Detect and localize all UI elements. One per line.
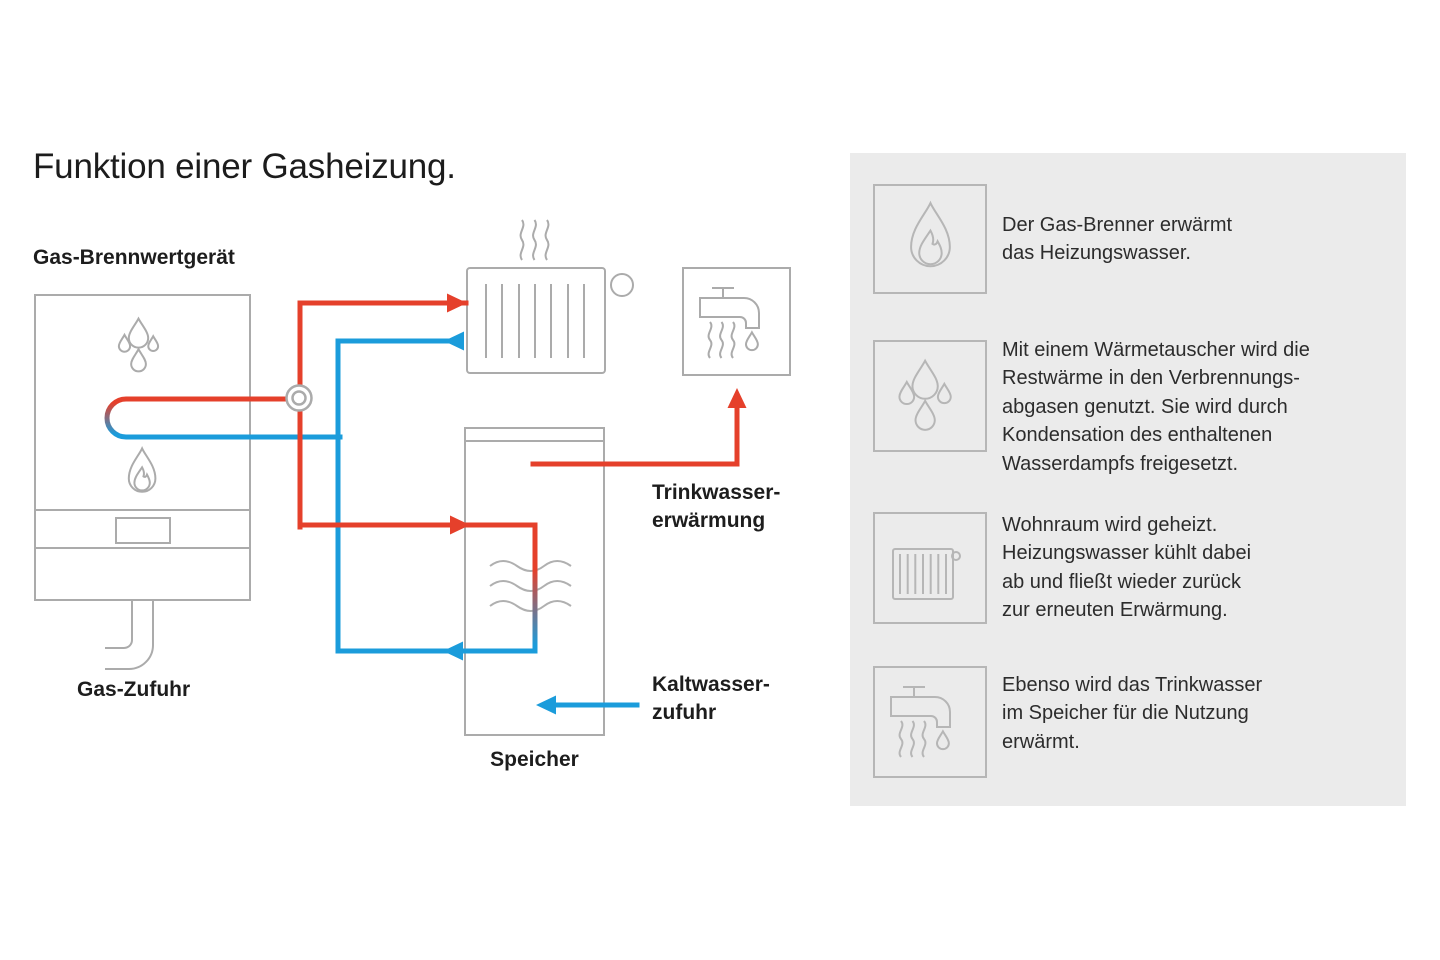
diagram-outlines (34, 219, 791, 736)
legend-icons (873, 184, 987, 778)
boiler-unit (34, 294, 251, 601)
hot-supply-pipe (297, 300, 469, 530)
water-drops-icon (119, 319, 158, 372)
heat-exchanger-waves-icon (489, 560, 572, 612)
arrow-left-icon (443, 641, 463, 661)
boiler-heat-exchanger-pipe (104, 396, 343, 440)
legend-text-line: Restwärme in den Verbrennungs- (1002, 367, 1300, 390)
cold-water-label-line: zufuhr (652, 701, 717, 724)
legend-icon-box (873, 512, 987, 624)
pipes (104, 300, 740, 708)
hot-water-label: Trinkwasser- erwärmung (652, 479, 780, 535)
radiator-icon (892, 548, 961, 600)
drinking-water-pipe (530, 400, 740, 467)
boiler-label: Gas-Brennwertgerät (33, 246, 235, 269)
cold-return-pipe (335, 338, 450, 654)
legend-text-line: Mit einem Wärmetauscher wird die (1002, 339, 1310, 361)
gas-supply-label: Gas-Zufuhr (77, 678, 191, 701)
legend-text-line: Wasserdampfs freigesetzt. (1002, 452, 1239, 475)
legend-text-line: zur erneuten Erwärmung. (1002, 599, 1228, 622)
legend-text-line: abgasen genutzt. Sie wird durch (1002, 395, 1288, 418)
tank-loop-pipe (297, 522, 538, 654)
radiator-icon (466, 267, 634, 374)
thermostat-knob-icon (610, 273, 634, 297)
legend-item-radiator-text: Wohnraum wird geheizt. Heizungswasser kü… (1002, 511, 1251, 625)
flame-icon (128, 447, 157, 493)
legend-item-drinking-water-text: Ebenso wird das Trinkwasser im Speicher … (1002, 671, 1262, 756)
arrow-up-icon (727, 388, 747, 408)
hot-water-label-line: Trinkwasser- (652, 481, 781, 504)
pipe-connector-icon (285, 384, 313, 412)
flame-icon (910, 202, 951, 268)
arrow-left-icon (536, 695, 556, 715)
tap-icon (891, 687, 950, 757)
steam-icon (519, 219, 550, 261)
legend-item-burner-text: Der Gas-Brenner erwärmt das Heizungswass… (1002, 211, 1232, 268)
legend-text-line: ab und fließt wieder zurück (1002, 570, 1242, 593)
boiler-display (115, 517, 171, 544)
cold-water-label: Kaltwasser- zufuhr (652, 671, 770, 727)
arrow-right-icon (450, 515, 470, 535)
legend-text-line: Wohnraum wird geheizt. (1002, 514, 1218, 536)
water-drops-icon (899, 361, 950, 430)
legend-icon-box (873, 184, 987, 294)
arrow-left-icon (444, 331, 464, 351)
tap-icon (682, 267, 791, 376)
legend-text-line: erwärmt. (1002, 730, 1080, 753)
legend-icon-box (873, 666, 987, 778)
storage-tank (464, 427, 605, 736)
legend-text-line: im Speicher für die Nutzung (1002, 702, 1249, 725)
arrow-right-icon (447, 293, 467, 313)
legend-icon-box (873, 340, 987, 452)
tank-label: Speicher (490, 748, 579, 771)
legend-text-line: Ebenso wird das Trinkwasser (1002, 674, 1263, 696)
legend-text-line: Kondensation des enthaltenen (1002, 424, 1273, 447)
cold-water-label-line: Kaltwasser- (652, 673, 770, 696)
legend-item-heat-exchanger-text: Mit einem Wärmetauscher wird die Restwär… (1002, 336, 1310, 478)
page-title: Funktion einer Gasheizung. (33, 147, 456, 186)
legend-text-line: Der Gas-Brenner erwärmt (1002, 214, 1233, 236)
gas-pipe-icon (105, 600, 154, 670)
legend-text-line: Heizungswasser kühlt dabei (1002, 542, 1252, 565)
legend-text-line: das Heizungswasser. (1002, 242, 1191, 265)
hot-water-label-line: erwärmung (652, 509, 766, 532)
flow-arrows (443, 293, 747, 715)
